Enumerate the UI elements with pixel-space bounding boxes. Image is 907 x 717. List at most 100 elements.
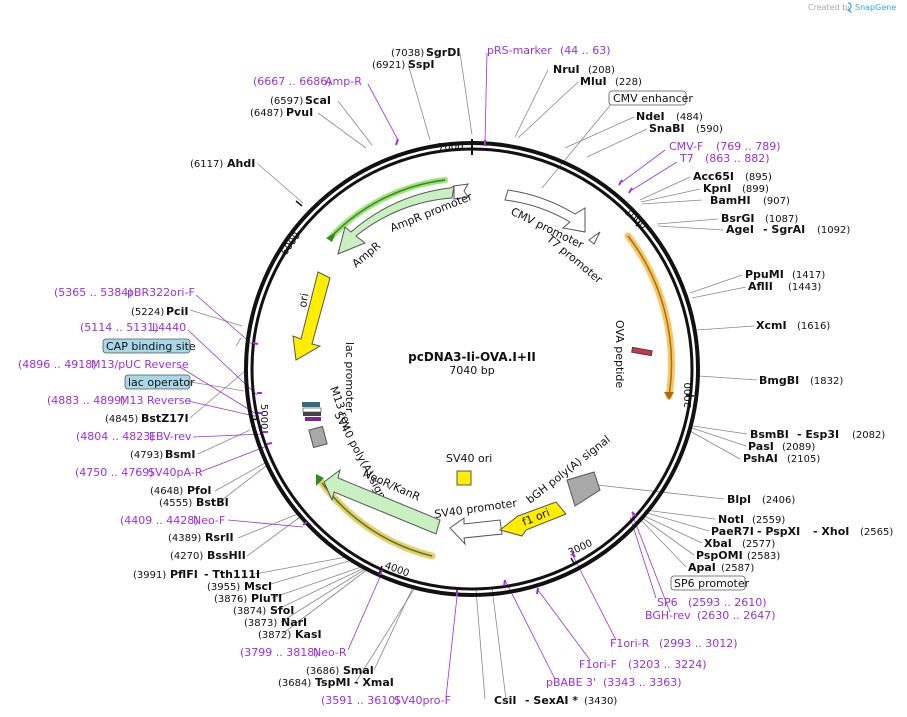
plasmid-name: pcDNA3-Ii-OVA.I+II xyxy=(408,350,536,364)
enzyme-bsmi-pos: (4793) xyxy=(130,450,163,461)
enzyme-paer7i: PaeR7I xyxy=(711,525,754,538)
enzyme-xcmi-pos: (1616) xyxy=(797,321,830,332)
enzyme-acc65i: Acc65I xyxy=(693,170,734,183)
enzyme-scai: ScaI xyxy=(305,94,331,107)
primer-f1ori-r: F1ori-R xyxy=(610,637,650,650)
enzyme-ndei-pos: (484) xyxy=(676,112,703,123)
tick-1000 xyxy=(635,219,642,227)
ampr-feature xyxy=(337,185,455,255)
svg-text:lac operator: lac operator xyxy=(128,376,195,389)
enzyme-ahdi-pos: (6117) xyxy=(190,159,223,170)
enzyme-bmgbi-pos: (1832) xyxy=(810,376,843,387)
enzyme-pspomi-pos: (2583) xyxy=(747,551,780,562)
enzyme-nrui: NruI xyxy=(553,63,580,76)
enzyme-sfoi: SfoI xyxy=(270,604,294,617)
primer-m13-rev: M13 Reverse xyxy=(120,394,191,407)
primer-neo-f: Neo-F xyxy=(193,514,225,527)
enzyme-scai-pos: (6597) xyxy=(270,96,303,107)
enzyme-kasi: KasI xyxy=(295,628,322,641)
enzyme-rsrii: RsrII xyxy=(205,531,234,544)
primer-cmv-f: CMV-F xyxy=(669,140,703,153)
enzyme-csii: CsiI xyxy=(494,694,516,707)
enzyme-snabi-pos: (590) xyxy=(696,124,723,135)
enzyme-acc65i-pos: (895) xyxy=(745,172,772,183)
enzyme-sspi-pos: (6921) xyxy=(372,60,405,71)
enzyme-bstbi-pos: (4555) xyxy=(159,498,192,509)
primer-t7: T7 xyxy=(679,152,694,165)
enzyme-apai-pos: (2587) xyxy=(721,563,754,574)
bgh-polya-feature xyxy=(566,471,601,507)
boxed-label-cap-site: CAP binding site xyxy=(102,338,196,354)
enzyme-agei-pos2: (1092) xyxy=(817,225,850,236)
enzyme-xcmi: XcmI xyxy=(756,319,787,332)
svg-text:SP6 promoter: SP6 promoter xyxy=(674,577,750,590)
enzyme-pcii: PciI xyxy=(166,305,188,318)
ampr-promoter-feature xyxy=(453,183,469,200)
primer-amp-r-range: (6667 .. 6686) xyxy=(253,75,332,88)
enzyme-bsmbi: BsmBI xyxy=(750,428,789,441)
enzyme-paer7i-pos: - PspXI xyxy=(757,525,800,538)
neor-feature xyxy=(323,468,441,535)
enzyme-tspmi-pos2: - XmaI xyxy=(354,676,394,689)
enzyme-pcii-pos: (5224) xyxy=(131,307,164,318)
enzyme-bstbi: BstBI xyxy=(196,496,229,509)
primer-neo-r: Neo-R xyxy=(313,646,347,659)
svg-text:CAP binding site: CAP binding site xyxy=(106,340,196,353)
primer-sv40pro-f: SV40pro-F xyxy=(394,694,451,707)
svg-text:CMV enhancer: CMV enhancer xyxy=(613,92,693,105)
enzyme-bsshii-pos: (4270) xyxy=(170,551,203,562)
primer-sp6-range: (2593 .. 2610) xyxy=(688,596,767,609)
boxed-label-sp6-promoter: SP6 promoter xyxy=(670,575,750,591)
enzyme-bsrgi: BsrGI xyxy=(721,212,754,225)
boxed-label-lac-operator: lac operator xyxy=(124,374,195,390)
primer-t7-range: (863 .. 882) xyxy=(705,152,770,165)
enzyme-msci: MscI xyxy=(244,580,272,593)
enzyme-pfoi-pos: (4648) xyxy=(150,486,183,497)
plasmid-length: 7040 bp xyxy=(449,364,494,377)
primer-bgh-rev: BGH-rev xyxy=(645,609,691,622)
primer-sv40pro-f-range: (3591 .. 3610) xyxy=(321,694,400,707)
ova-peptide-feature xyxy=(631,346,653,357)
primer-m13-rev-range: (4883 .. 4899) xyxy=(47,394,126,407)
enzyme-sfoi-pos: (3874) xyxy=(233,606,266,617)
primer-l4440: L4440 xyxy=(152,321,186,334)
enzyme-msci-pos: (3955) xyxy=(207,582,240,593)
t7-promoter-feature xyxy=(588,231,601,245)
enzyme-xbai: XbaI xyxy=(704,537,732,550)
primer-pbabe3: pBABE 3' xyxy=(546,676,596,689)
sv40-ori-label: SV40 ori xyxy=(446,452,492,465)
enzyme-paer7i-pos3: (2565) xyxy=(860,527,893,538)
enzyme-aflii: AflII xyxy=(748,280,773,293)
leader-lines xyxy=(189,52,758,700)
primer-prs-marker-range: (44 .. 63) xyxy=(560,44,611,57)
enzyme-pvui: PvuI xyxy=(286,106,313,119)
primer-pbr322ori-f-range: (5365 .. 5384) xyxy=(54,286,133,299)
enzyme-snabi: SnaBI xyxy=(649,122,685,135)
primer-m13-puc-rev-range: (4896 .. 4918) xyxy=(18,358,97,371)
enzyme-pflfi-pos: (3991) xyxy=(133,570,166,581)
enzyme-kasi-pos: (3872) xyxy=(258,630,291,641)
enzyme-rsrii-pos: (4389) xyxy=(168,533,201,544)
backbone xyxy=(244,139,700,597)
snapgene-logo-icon xyxy=(846,2,852,14)
enzyme-pfoi: PfoI xyxy=(187,484,212,497)
enzyme-ppumi-pos: (1417) xyxy=(792,270,825,281)
enzyme-ahdi: AhdI xyxy=(227,157,255,170)
lac-markers xyxy=(302,402,328,449)
enzyme-bamhi-pos: (907) xyxy=(763,196,790,207)
tick-3000 xyxy=(570,557,576,566)
ova-orf-arc xyxy=(624,232,675,400)
enzyme-csii-pos: - SexAI * xyxy=(525,694,578,707)
enzyme-bsmi: BsmI xyxy=(165,448,196,461)
enzyme-bstz17i-pos: (4845) xyxy=(105,414,138,425)
enzyme-pshai-pos: (2105) xyxy=(787,454,820,465)
primer-sv40pa-r: SV40pA-R xyxy=(148,466,203,479)
enzyme-xbai-pos: (2577) xyxy=(742,539,775,550)
enzyme-pasi-pos: (2089) xyxy=(782,442,815,453)
primer-amp-r: Amp-R xyxy=(325,75,362,88)
cmv-promoter-feature xyxy=(504,189,586,233)
primer-pbr322ori-f: pBR322ori-F xyxy=(127,286,195,299)
ori-label: ori xyxy=(296,292,311,308)
enzyme-smai-pos: (3686) xyxy=(306,666,339,677)
